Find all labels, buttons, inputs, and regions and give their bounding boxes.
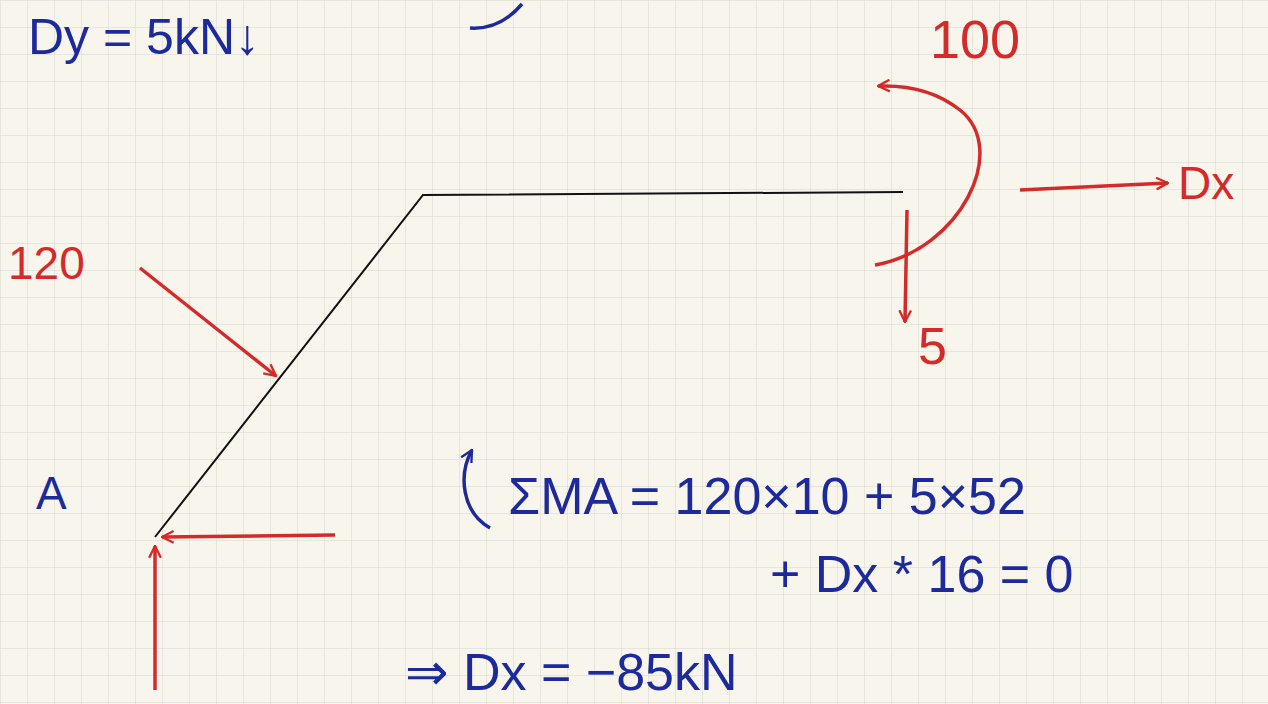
force-name: Dx bbox=[1178, 160, 1234, 206]
sign-arrow bbox=[464, 450, 490, 528]
pen-stroke bbox=[470, 4, 522, 28]
equation-text: + Dx * 16 = 0 bbox=[770, 548, 1074, 600]
moment-value: 100 bbox=[930, 12, 1020, 66]
force-arrow bbox=[905, 210, 907, 322]
force-arrow bbox=[1020, 183, 1168, 190]
load-value: 120 bbox=[8, 240, 85, 286]
force-value: 5 bbox=[918, 320, 947, 372]
point-name: A bbox=[36, 470, 67, 516]
moment-arrow bbox=[875, 86, 980, 265]
equation-text: Dy = 5kN↓ bbox=[28, 12, 260, 62]
load-arrow bbox=[140, 268, 276, 376]
result-text: ⇒ Dx = −85kN bbox=[405, 646, 738, 698]
equation-text: ΣMA = 120×10 + 5×52 bbox=[508, 470, 1026, 522]
reaction-arrow bbox=[162, 535, 335, 537]
reaction-arrow bbox=[153, 546, 157, 690]
